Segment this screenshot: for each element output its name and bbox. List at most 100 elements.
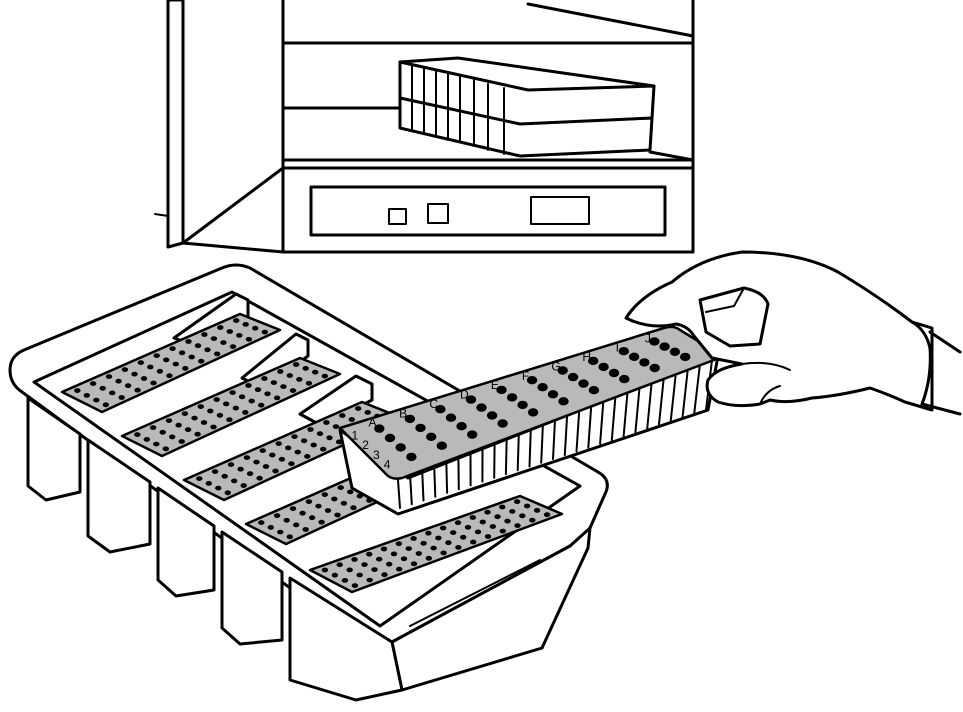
tray-rack-well — [134, 432, 141, 437]
incubator-cabinet-icon — [154, 0, 695, 254]
tray-rack-well — [264, 391, 271, 397]
tray-rack-well — [440, 550, 447, 556]
tray-rack-well — [74, 388, 81, 393]
tray-rack-well — [366, 551, 373, 557]
tray-rack-well — [238, 394, 246, 400]
column-label: I — [616, 341, 619, 355]
tray-rack-well — [213, 397, 220, 402]
held-rack-well — [404, 414, 416, 424]
held-rack-well — [486, 411, 498, 420]
control-panel-icon — [281, 166, 695, 237]
tray-rack-well — [293, 362, 300, 367]
tray-rack-well — [278, 456, 286, 462]
tray-rack-well — [99, 385, 106, 391]
tray-rack-well — [348, 417, 355, 422]
tray-rack-well — [201, 332, 208, 337]
tray-rack-well — [336, 562, 343, 568]
tray-rack-well — [267, 525, 274, 530]
tray-rack-well — [246, 471, 254, 477]
row-label: 4 — [384, 458, 391, 472]
tray-rack-well — [236, 333, 243, 338]
tray-rack-well — [277, 369, 284, 374]
tray-rack-well — [165, 418, 173, 423]
tray-rack-well — [288, 461, 295, 467]
tray-rack-well — [430, 545, 437, 551]
tray-rack-well — [166, 373, 173, 379]
held-rack-well — [374, 424, 385, 433]
held-rack-well — [628, 352, 640, 361]
column-label: C — [429, 397, 438, 411]
tray-rack-well — [229, 390, 236, 395]
held-rack-well — [456, 422, 467, 431]
held-rack-well — [476, 403, 487, 412]
held-rack-well — [436, 441, 447, 450]
tray-rack-well — [332, 424, 340, 429]
tray-rack-well — [256, 475, 263, 481]
tray-rack-well — [226, 417, 233, 423]
tray-rack-well — [109, 390, 116, 396]
tray-rack-well — [425, 555, 432, 561]
tray-rack-well — [469, 515, 476, 520]
tray-rack-well — [194, 343, 202, 349]
tray-rack-well — [105, 374, 113, 379]
tray-rack-well — [205, 481, 212, 486]
held-rack-well — [426, 432, 437, 441]
held-rack-well — [547, 390, 559, 399]
column-label: G — [551, 359, 560, 373]
tray-rack-well — [150, 380, 157, 386]
tray-rack-well — [198, 358, 205, 364]
tray-rack-well — [347, 489, 354, 495]
tray-rack-well — [215, 485, 222, 491]
held-rack-well — [497, 419, 508, 428]
tray-rack-well — [137, 360, 144, 365]
tray-rack-well — [243, 455, 251, 460]
tray-rack-well — [153, 353, 160, 358]
tray-rack-well — [242, 322, 249, 327]
tray-rack-well — [400, 556, 408, 562]
tray-rack-well — [153, 441, 160, 447]
tray-rack-well — [464, 524, 472, 530]
tray-rack-well — [376, 556, 383, 562]
held-rack-well — [558, 397, 569, 406]
tray-rack-well — [118, 395, 125, 400]
tray-rack-well — [425, 530, 432, 536]
held-rack-well — [649, 363, 660, 373]
tray-rack-well — [280, 384, 287, 389]
tray-rack-well — [261, 329, 268, 335]
tray-rack-well — [233, 318, 240, 323]
tray-rack-well — [291, 434, 298, 439]
tray-rack-well — [286, 373, 293, 378]
held-rack-well — [618, 347, 629, 356]
tray-rack-well — [331, 496, 338, 502]
row-label: 3 — [373, 448, 380, 462]
tray-rack-well — [321, 567, 329, 573]
tray-rack-well — [227, 462, 235, 467]
tray-rack-well — [223, 401, 230, 407]
tray-rack-well — [440, 525, 447, 531]
tray-rack-well — [489, 524, 496, 529]
tray-rack-well — [479, 519, 486, 525]
held-rack-well — [639, 358, 650, 367]
held-rack-well — [598, 362, 609, 372]
tray-rack-well — [470, 539, 477, 545]
tray-rack-well — [140, 376, 148, 381]
tray-rack-well — [204, 347, 211, 353]
tray-rack-well — [310, 442, 317, 448]
tray-rack-well — [211, 469, 219, 474]
tray-rack-well — [197, 404, 204, 409]
tray-rack-well — [361, 562, 368, 567]
tray-rack-well — [252, 325, 259, 331]
held-rack-well — [588, 386, 600, 395]
tray-rack-well — [334, 512, 341, 518]
tray-rack-well — [294, 449, 301, 455]
tray-rack-well — [232, 405, 239, 411]
tray-rack-well — [270, 380, 278, 385]
tray-rack-well — [178, 350, 186, 356]
tray-rack-well — [162, 446, 169, 452]
tray-rack-well — [366, 577, 373, 583]
tray-rack-well — [318, 519, 325, 525]
held-rack-well-grid — [374, 337, 691, 462]
tray-rack-well — [285, 445, 292, 451]
